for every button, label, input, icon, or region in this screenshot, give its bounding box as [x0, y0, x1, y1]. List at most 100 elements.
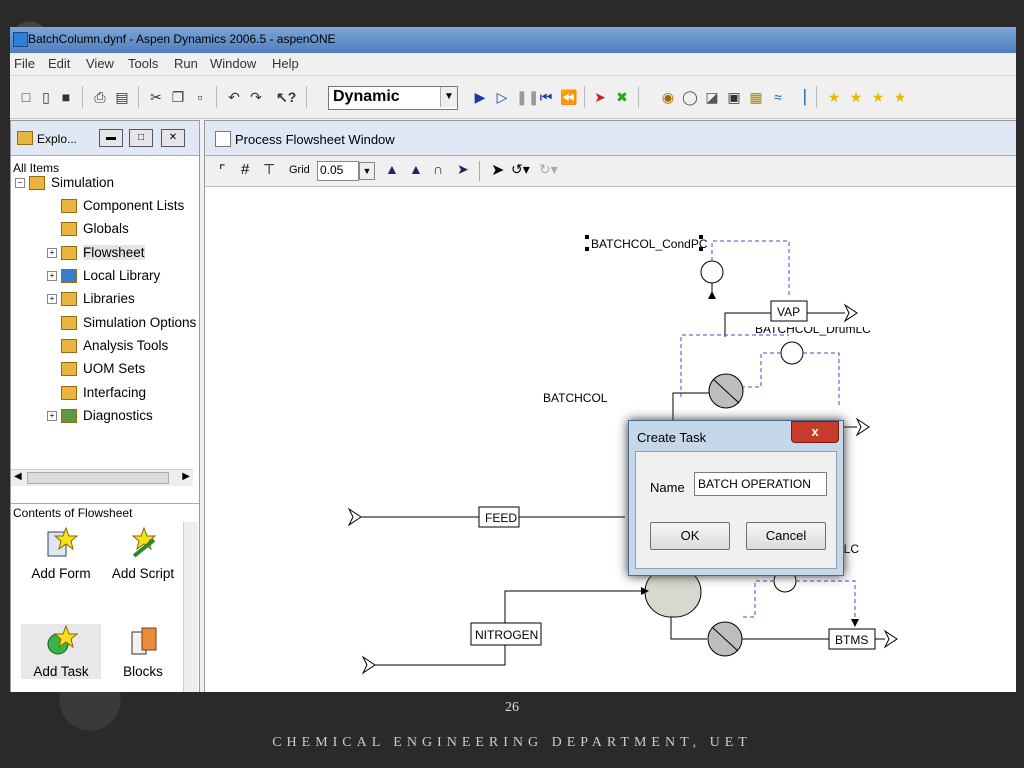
menu-help[interactable]: Help — [272, 56, 299, 71]
ok-button[interactable]: OK — [650, 522, 730, 550]
cancel-button[interactable]: Cancel — [746, 522, 826, 550]
whats-this-help-icon[interactable]: ↖? — [276, 89, 297, 105]
variable-find-icon[interactable]: ◯ — [682, 89, 698, 105]
tree-item-flowsheet[interactable]: +Flowsheet — [47, 243, 145, 263]
flowsheet-header: Process Flowsheet Window — [205, 121, 1016, 156]
run-mode-select[interactable]: Dynamic ▼ — [328, 86, 458, 110]
tree-item-diagnostics[interactable]: +Diagnostics — [47, 406, 153, 426]
scroll-left-icon[interactable]: ◀ — [14, 471, 22, 482]
tree-item-simulation-options[interactable]: Simulation Options — [61, 313, 196, 333]
selection-handle[interactable] — [585, 247, 589, 251]
menu-bar: File Edit View Tools Run Window Help — [10, 53, 1016, 76]
align-right-icon[interactable]: ➤ — [457, 161, 469, 177]
restore-window-icon[interactable]: □ — [129, 129, 153, 147]
explorer-pane: Explo... ▬ □ ✕ All Items −Simulation Com… — [10, 120, 200, 692]
paste-icon[interactable]: ▫ — [197, 89, 203, 105]
selection-handle[interactable] — [585, 235, 589, 239]
flip-icon[interactable]: ↻▾ — [539, 161, 558, 177]
chevron-down-icon[interactable]: ▼ — [359, 162, 375, 180]
add-task-item[interactable]: Add Task — [21, 624, 101, 679]
scroll-right-icon[interactable]: ▶ — [182, 471, 190, 482]
task-star-icon[interactable]: ★ — [871, 89, 885, 105]
menu-view[interactable]: View — [86, 56, 114, 71]
expand-icon[interactable]: + — [47, 271, 57, 282]
flowsheet-canvas[interactable]: BATCHCOL_CondPC VAP BATCHCOL_DrumLC — [205, 187, 1016, 692]
copy-icon[interactable]: ❐ — [171, 89, 185, 105]
form-star-icon[interactable]: ★ — [893, 89, 907, 105]
vap-stream-box[interactable] — [770, 300, 808, 322]
rewind-icon[interactable]: ⏪ — [560, 89, 578, 105]
redo-icon[interactable]: ↷ — [250, 89, 262, 105]
selection-handle[interactable] — [699, 247, 703, 251]
open-icon[interactable]: ▯ — [42, 89, 50, 105]
title-bar[interactable]: BatchColumn.dynf - Aspen Dynamics 2006.5… — [10, 27, 1016, 53]
corner-icon[interactable]: ⌜ — [219, 162, 226, 178]
selection-handle[interactable] — [699, 235, 703, 239]
cut-icon[interactable]: ✂ — [150, 89, 162, 105]
task-name-input[interactable]: BATCH OPERATION — [694, 472, 827, 496]
menu-window[interactable]: Window — [210, 56, 257, 71]
vap-label: VAP — [777, 305, 800, 319]
align-center-icon[interactable]: ▲ — [409, 161, 423, 177]
drum-level-controller[interactable] — [780, 341, 804, 365]
expand-icon[interactable]: + — [47, 294, 57, 305]
align-left-icon[interactable]: ▲ — [385, 161, 399, 177]
library-icon[interactable]: ▦ — [749, 89, 763, 105]
undo-icon[interactable]: ↶ — [228, 89, 240, 105]
tree-item-libraries[interactable]: +Libraries — [47, 289, 135, 309]
print-preview-icon[interactable]: ▤ — [115, 89, 129, 105]
pause-icon[interactable]: ❚❚ — [516, 89, 540, 105]
rotate-icon[interactable]: ↺▾ — [511, 161, 530, 177]
align-top-icon[interactable]: ∩ — [433, 161, 444, 177]
explorer-icon — [17, 131, 33, 145]
grid-icon[interactable]: # — [241, 161, 250, 178]
chart-icon[interactable]: ▕ — [794, 89, 806, 105]
menu-tools[interactable]: Tools — [128, 56, 159, 71]
restart-icon[interactable]: ⏮ — [539, 89, 553, 105]
plot-icon[interactable]: ≈ — [774, 89, 782, 105]
tree-item-uom-sets[interactable]: UOM Sets — [61, 359, 145, 379]
btms-label: BTMS — [835, 633, 868, 647]
add-script-item[interactable]: Add Script — [103, 526, 183, 581]
scroll-thumb[interactable] — [27, 472, 169, 484]
tree-item-globals[interactable]: Globals — [61, 219, 129, 239]
blocks-item[interactable]: Blocks — [103, 624, 183, 679]
tree-item-analysis-tools[interactable]: Analysis Tools — [61, 336, 168, 356]
grid-size-select[interactable]: 0.05 — [317, 161, 359, 181]
new-icon[interactable]: □ — [21, 89, 31, 105]
star-icon[interactable]: ★ — [827, 89, 841, 105]
tree-item-local-library[interactable]: +Local Library — [47, 266, 160, 286]
expand-icon[interactable]: + — [47, 248, 57, 259]
menu-run[interactable]: Run — [174, 56, 198, 71]
restore-icon[interactable]: ➤ — [594, 89, 606, 105]
tree-item-interfacing[interactable]: Interfacing — [61, 383, 146, 403]
collapse-icon[interactable]: − — [15, 178, 25, 189]
add-form-item[interactable]: Add Form — [21, 526, 101, 581]
step-icon[interactable]: ▷ — [496, 89, 508, 105]
tree-item-component-lists[interactable]: Component Lists — [61, 196, 184, 216]
menu-edit[interactable]: Edit — [48, 56, 71, 71]
tools-icon[interactable]: ✖ — [616, 89, 628, 105]
expand-icon[interactable]: + — [47, 411, 57, 422]
toolbar-separator — [816, 86, 817, 108]
script-star-icon[interactable]: ★ — [849, 89, 863, 105]
print-icon[interactable]: ⎙ — [94, 89, 106, 105]
nitrogen-stream-box[interactable] — [470, 622, 542, 646]
explorer-icon[interactable]: ◉ — [661, 89, 675, 105]
tree-horizontal-scrollbar[interactable]: ◀ ▶ — [11, 469, 193, 486]
pressure-controller[interactable] — [700, 260, 724, 284]
contents-vertical-scrollbar[interactable] — [183, 522, 198, 692]
close-icon[interactable]: ✕ — [161, 129, 185, 147]
dialog-close-button[interactable]: x — [791, 421, 839, 443]
snap-icon[interactable]: ⊤ — [263, 161, 276, 177]
pointer-icon[interactable]: ➤ — [491, 162, 505, 179]
run-icon[interactable]: ▶ — [474, 89, 486, 105]
menu-file[interactable]: File — [14, 56, 35, 71]
save-icon[interactable]: ■ — [61, 89, 71, 105]
chevron-down-icon[interactable]: ▼ — [440, 87, 457, 107]
tree-item-simulation[interactable]: −Simulation — [15, 173, 114, 193]
lock-icon[interactable]: ▣ — [727, 89, 741, 105]
minimize-icon[interactable]: ▬ — [99, 129, 123, 147]
window-title: BatchColumn.dynf - Aspen Dynamics 2006.5… — [28, 32, 336, 46]
snapshot-icon[interactable]: ◪ — [705, 89, 719, 105]
